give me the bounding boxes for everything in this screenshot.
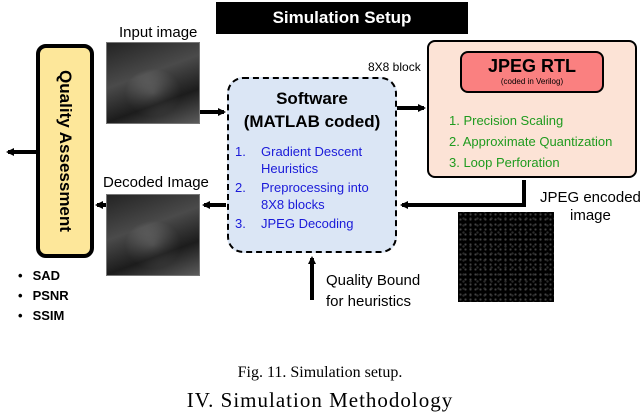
quality-bound-label: Quality Bound for heuristics (326, 270, 420, 312)
encoded-image (458, 212, 554, 302)
diagram-title: Simulation Setup (272, 8, 412, 27)
software-step: 1. Gradient Descent Heuristics (235, 143, 387, 177)
jpeg-rtl-title: JPEG RTL (487, 56, 576, 76)
software-subtitle: (MATLAB coded) (243, 112, 381, 131)
software-box: Software (MATLAB coded) 1. Gradient Desc… (227, 77, 397, 253)
block-label: 8X8 block (368, 60, 421, 74)
decoded-image-label: Decoded Image (103, 174, 209, 191)
encoded-label-line1: JPEG encoded (540, 189, 640, 206)
decoded-image (106, 194, 200, 276)
jpeg-rtl-header: JPEG RTL (coded in Verilog) (460, 51, 604, 93)
step-text: Preprocessing into 8X8 blocks (261, 180, 369, 212)
rtl-step: 2. Approximate Quantization (449, 134, 613, 149)
jpeg-rtl-subtitle: (coded in Verilog) (500, 77, 564, 86)
jpeg-rtl-box: JPEG RTL (coded in Verilog) 1. Precision… (427, 40, 637, 178)
step-text: JPEG Decoding (261, 216, 354, 231)
software-title: Software (276, 89, 348, 108)
section-heading: IV. Simulation Methodology (186, 388, 454, 412)
step-number: 2. (235, 180, 246, 195)
arrow-rtl-to-software (400, 180, 526, 209)
quality-assessment-label: Quality Assessment (56, 70, 75, 232)
quality-bound-line1: Quality Bound (326, 272, 421, 289)
software-step: 2. Preprocessing into 8X8 blocks (235, 179, 387, 213)
rtl-steps: 1. Precision Scaling 2. Approximate Quan… (449, 110, 612, 173)
quality-assessment-box: Quality Assessment (36, 44, 94, 258)
metric-item: PSNR (18, 286, 69, 306)
metric-item: SAD (18, 266, 69, 286)
metrics-list: SAD PSNR SSIM (18, 266, 69, 326)
figure-caption: Fig. 11. Simulation setup. (237, 364, 403, 381)
metric-item: SSIM (18, 306, 69, 326)
input-image-label: Input image (119, 24, 198, 41)
encoded-image-label: JPEG encoded image (540, 189, 640, 225)
software-steps: 1. Gradient Descent Heuristics 2. Prepro… (235, 143, 387, 234)
software-step: 3. JPEG Decoding (235, 215, 387, 232)
rtl-step: 3. Loop Perforation (449, 155, 560, 170)
encoded-label-line2: image (570, 207, 611, 224)
step-number: 3. (235, 216, 246, 231)
rtl-step: 1. Precision Scaling (449, 113, 564, 128)
title-bar: Simulation Setup (216, 2, 468, 34)
input-image (106, 42, 200, 124)
quality-bound-line2: for heuristics (326, 293, 412, 310)
step-number: 1. (235, 144, 246, 159)
step-text: Gradient Descent Heuristics (261, 144, 363, 176)
